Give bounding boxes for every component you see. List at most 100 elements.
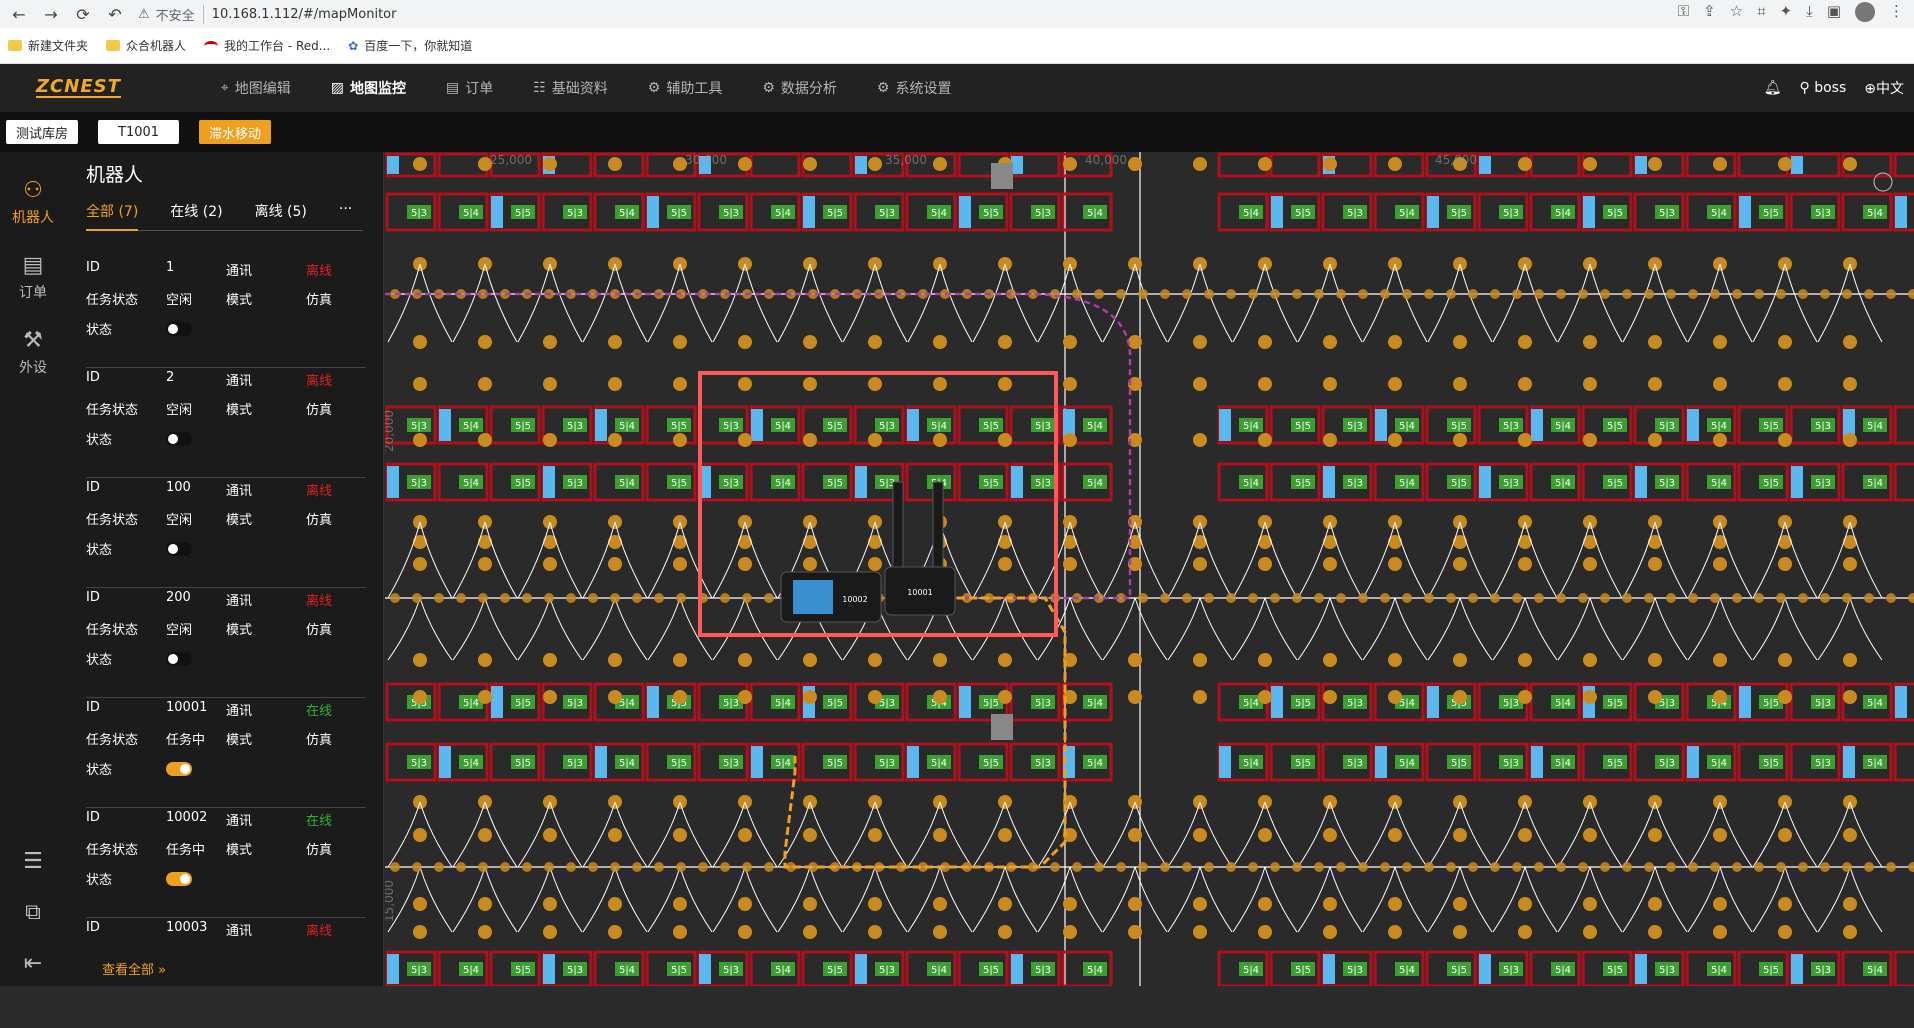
id-label: ID: [86, 370, 100, 385]
back-button[interactable]: ←: [12, 4, 26, 24]
slot-label: 5|4: [1087, 208, 1103, 219]
slot-label: 5|5: [671, 478, 687, 489]
tab-all[interactable]: 全部 (7): [86, 201, 139, 231]
menu-tools[interactable]: ⚙辅助工具: [628, 64, 743, 112]
menu-orders[interactable]: ▤订单: [426, 64, 513, 112]
bell-icon[interactable]: 🔔︎: [1763, 80, 1782, 96]
bin-marker: [491, 686, 503, 718]
map-code-select[interactable]: T1001: [98, 120, 180, 144]
node-dot: [998, 897, 1012, 911]
status-toggle[interactable]: [166, 652, 192, 666]
bookmark-item[interactable]: 我的工作台 - Red...: [204, 37, 330, 54]
forward-button[interactable]: →: [44, 4, 58, 24]
rail-robots[interactable]: ⚇机器人: [0, 178, 66, 227]
bookmark-item[interactable]: 众合机器人: [106, 37, 186, 54]
comm-label: 通讯: [226, 704, 253, 719]
collapse-icon[interactable]: ⇤: [23, 951, 43, 976]
path-curve: [1232, 521, 1298, 599]
rack-cell: [1373, 152, 1425, 178]
lane-dot: [1688, 593, 1698, 603]
more-tabs-button[interactable]: ···: [338, 201, 353, 217]
slot-label: 5|5: [1451, 758, 1467, 769]
layers-icon[interactable]: ☰: [23, 849, 43, 874]
node-dot: [1778, 828, 1792, 842]
node-dot: [1388, 690, 1402, 704]
node-dot: [1778, 335, 1792, 349]
id-label: ID: [86, 920, 100, 935]
node-dot: [1518, 433, 1532, 447]
status-toggle[interactable]: [166, 542, 192, 556]
star-icon[interactable]: ☆: [1729, 2, 1744, 20]
node-dot: [1583, 653, 1597, 667]
rack-cell: [1321, 742, 1373, 782]
slot-label-bg: [771, 695, 795, 709]
node-dot: [1323, 377, 1337, 391]
copy-icon[interactable]: ⧉: [25, 900, 41, 925]
lane-dot: [522, 593, 532, 603]
warehouse-select[interactable]: 测试库房: [6, 120, 79, 144]
status-toggle[interactable]: [166, 322, 192, 336]
view-all-link[interactable]: 查看全部 »: [102, 963, 167, 978]
slot-label-bg: [979, 962, 1003, 976]
path-curve: [1492, 801, 1558, 868]
node-dot: [1388, 433, 1402, 447]
share-icon[interactable]: ⇪: [1703, 2, 1716, 20]
path-curve: [1752, 597, 1818, 661]
tab-online[interactable]: 在线 (2): [170, 201, 222, 230]
user-menu[interactable]: ⚲ boss: [1800, 80, 1847, 96]
kebab-menu-icon[interactable]: ⋮: [1889, 2, 1904, 20]
slot-label: 5|4: [931, 965, 947, 976]
path-curve: [1622, 521, 1688, 599]
menu-settings[interactable]: ⚙系统设置: [857, 64, 972, 112]
robot-card[interactable]: ID 10001 通讯 在线 任务状态 任务中 模式 仿真 状态: [86, 698, 366, 808]
extension-icon[interactable]: ✦: [1779, 2, 1793, 20]
key-icon[interactable]: ⚿: [1677, 2, 1690, 20]
slot-label-bg: [1343, 475, 1367, 489]
node-dot: [478, 653, 492, 667]
lane-dot: [1886, 593, 1896, 603]
slot-label: 5|4: [1867, 421, 1883, 432]
download-icon[interactable]: ⤓: [1806, 2, 1813, 20]
avatar[interactable]: [1855, 2, 1875, 22]
rail-orders[interactable]: ▤订单: [0, 253, 66, 302]
rack-cell: [541, 192, 593, 232]
robot-card[interactable]: ID 1 通讯 离线 任务状态 空闲 模式 仿真 状态: [86, 258, 366, 368]
bookmark-item[interactable]: ✿百度一下，你就知道: [348, 37, 472, 54]
robot-card[interactable]: ID 10003 通讯 离线: [86, 918, 366, 1028]
bookmark-item[interactable]: 新建文件夹: [8, 37, 88, 54]
lane-dot: [786, 862, 796, 872]
crop-icon[interactable]: ⌗: [1757, 2, 1766, 20]
lane-dot: [698, 862, 708, 872]
menu-basic-data[interactable]: ☷基础资料: [513, 64, 628, 112]
sidebar-icon[interactable]: ▣: [1826, 2, 1841, 20]
node-dot: [1388, 653, 1402, 667]
rack-cell: [489, 405, 541, 445]
menu-map-monitor[interactable]: ▨地图监控: [311, 64, 426, 112]
id-label: ID: [86, 480, 100, 495]
home-button[interactable]: ↶: [108, 4, 122, 24]
node-dot: [933, 653, 947, 667]
robot-card[interactable]: ID 2 通讯 离线 任务状态 空闲 模式 仿真 状态: [86, 368, 366, 478]
status-toggle[interactable]: [166, 432, 192, 446]
menu-analytics[interactable]: ⚙数据分析: [742, 64, 857, 112]
rail-peripherals[interactable]: ⚒外设: [0, 328, 66, 377]
menu-label: 地图监控: [350, 81, 406, 97]
reload-button[interactable]: ⟳: [76, 4, 90, 24]
url-text[interactable]: 10.168.1.112/#/mapMonitor: [211, 6, 397, 22]
node-dot: [1193, 897, 1207, 911]
rack-cell: [1633, 192, 1685, 232]
tab-offline[interactable]: 离线 (5): [255, 201, 307, 230]
robot-card[interactable]: ID 100 通讯 离线 任务状态 空闲 模式 仿真 状态: [86, 478, 366, 588]
mode-button[interactable]: 滞水移动: [199, 120, 272, 144]
robot-card[interactable]: ID 200 通讯 离线 任务状态 空闲 模式 仿真 状态: [86, 588, 366, 698]
axis-label: 25,000: [490, 153, 532, 167]
status-toggle[interactable]: [166, 872, 192, 886]
language-switch[interactable]: ⊕中文: [1864, 78, 1904, 98]
status-toggle[interactable]: [166, 762, 192, 776]
address-bar[interactable]: ⚠ 不安全 10.168.1.112/#/mapMonitor: [138, 2, 396, 26]
robot-card[interactable]: ID 10002 通讯 在线 任务状态 任务中 模式 仿真 状态: [86, 808, 366, 918]
menu-map-edit[interactable]: ⌖地图编辑: [201, 64, 311, 112]
slot-label: 5|3: [1503, 758, 1519, 769]
